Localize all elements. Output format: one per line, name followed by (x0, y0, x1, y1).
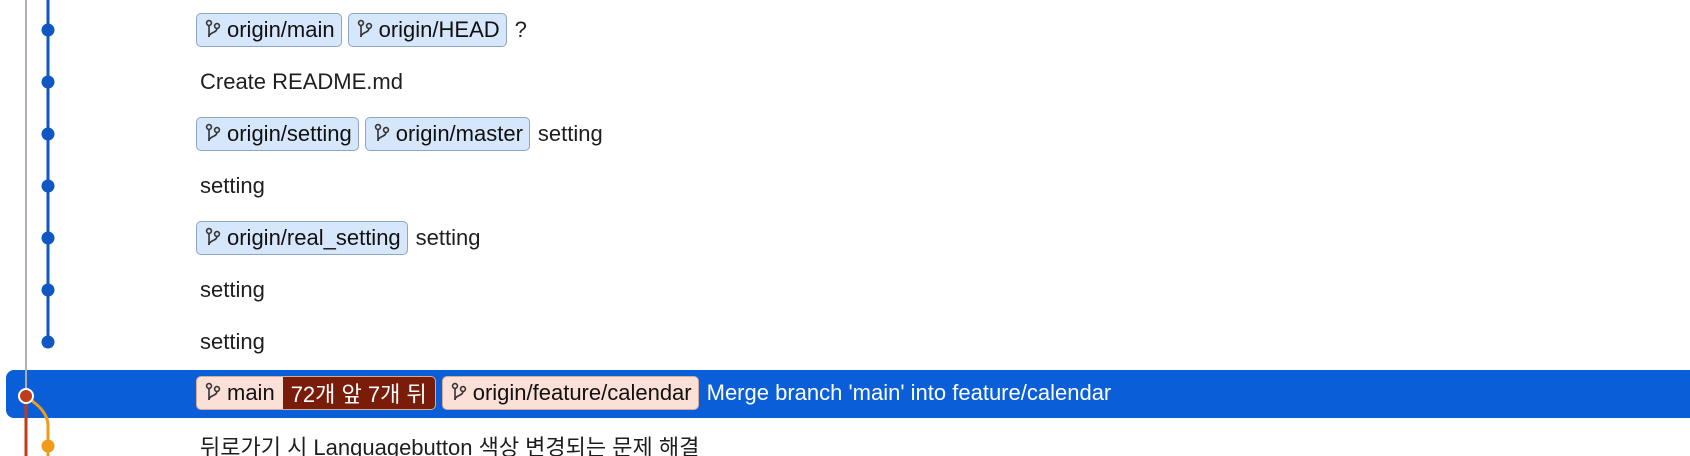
ref-badge-main[interactable]: main 72개 앞 7개 뒤 (196, 376, 436, 410)
commit-row-content: 뒤로가기 시 Languagebutton 색상 변경되는 문제 해결 (196, 420, 699, 456)
git-branch-icon (357, 19, 372, 38)
commit-dot-icon[interactable] (41, 231, 55, 245)
git-branch-icon (205, 123, 221, 142)
commit-row-content: setting (196, 160, 265, 212)
commit-row[interactable]: origin/setting origin/master setting (0, 108, 1690, 160)
commit-row-content: origin/real_setting setting (196, 212, 481, 264)
ref-badge-label: main (227, 380, 275, 405)
commit-message: setting (415, 225, 481, 250)
commit-row[interactable]: setting (0, 316, 1690, 368)
commit-message: setting (200, 329, 265, 354)
commit-dot-icon[interactable] (41, 283, 55, 297)
commit-row[interactable]: origin/real_setting setting (0, 212, 1690, 264)
commit-row-selected[interactable]: main 72개 앞 7개 뒤 origin/feature/calendar … (0, 367, 1690, 419)
commit-message: setting (200, 277, 265, 302)
ahead-behind-badge: 72개 앞 7개 뒤 (282, 377, 435, 409)
ref-badge-label: origin/HEAD (378, 17, 500, 42)
ref-badge-origin-feature-calendar[interactable]: origin/feature/calendar (441, 376, 699, 410)
git-branch-icon (205, 19, 221, 38)
git-branch-icon (374, 123, 389, 142)
commit-dot-icon[interactable] (41, 127, 55, 141)
git-branch-icon (205, 382, 221, 401)
ref-badge-origin-real-setting[interactable]: origin/real_setting (196, 221, 408, 255)
ref-badge-label: origin/master (395, 121, 523, 146)
commit-row-content: origin/setting origin/master setting (196, 108, 603, 160)
commit-graph (18, 0, 55, 456)
commit-message: setting (537, 121, 603, 146)
git-branch-icon (451, 382, 466, 401)
ref-badge-label: origin/main (227, 17, 335, 42)
commit-row-content: setting (196, 264, 265, 316)
ref-badge-origin-main[interactable]: origin/main (196, 13, 342, 47)
commit-dot-icon[interactable] (41, 179, 55, 193)
commit-dot-icon[interactable] (41, 335, 55, 349)
commit-row[interactable]: setting (0, 264, 1690, 316)
commit-dot-icon[interactable] (18, 388, 34, 404)
commit-row[interactable]: origin/main origin/HEAD ? (0, 4, 1690, 56)
commit-row[interactable]: Create README.md (0, 56, 1690, 108)
commit-dot-icon[interactable] (41, 75, 55, 89)
commit-row-content: main 72개 앞 7개 뒤 origin/feature/calendar … (196, 367, 1111, 419)
git-branch-icon (205, 227, 221, 246)
commit-dot-icon[interactable] (41, 23, 55, 37)
ref-badge-origin-setting[interactable]: origin/setting (196, 117, 359, 151)
commit-message: 뒤로가기 시 Languagebutton 색상 변경되는 문제 해결 (200, 435, 700, 456)
ref-badge-label: origin/feature/calendar (472, 380, 692, 405)
ref-badge-origin-master[interactable]: origin/master (364, 117, 530, 151)
commit-row-content: origin/main origin/HEAD ? (196, 4, 527, 56)
commit-row-content: setting (196, 316, 265, 368)
graph-lane-orange (25, 394, 50, 456)
commit-row[interactable]: 뒤로가기 시 Languagebutton 색상 변경되는 문제 해결 (0, 420, 1690, 456)
commit-message: Create README.md (200, 69, 403, 94)
commit-message: setting (200, 173, 265, 198)
ref-badge-label: origin/real_setting (227, 225, 401, 250)
commit-row-content: Create README.md (196, 56, 403, 108)
commit-row[interactable]: setting (0, 160, 1690, 212)
commit-dot-icon[interactable] (41, 439, 55, 453)
ref-badge-label: origin/setting (227, 121, 352, 146)
commit-message: ? (514, 17, 527, 42)
ref-badge-origin-head[interactable]: origin/HEAD (347, 13, 507, 47)
commit-message: Merge branch 'main' into feature/calenda… (706, 380, 1112, 405)
